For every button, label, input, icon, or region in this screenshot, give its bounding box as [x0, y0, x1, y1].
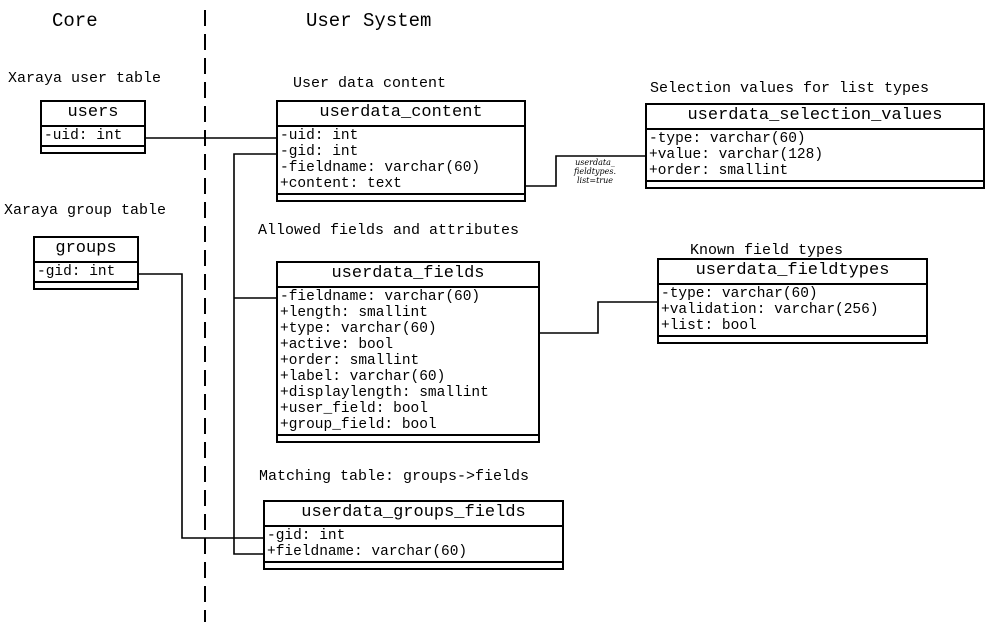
attribute-list: -gid: int +fieldname: varchar(60) — [265, 527, 562, 563]
caption-fieldtypes: Known field types — [690, 242, 844, 259]
caption-users: Xaraya user table — [8, 70, 162, 87]
operations-compartment — [35, 283, 137, 288]
caption-content: User data content — [293, 75, 447, 92]
attribute: +active: bool — [280, 337, 394, 353]
caption-groups: Xaraya group table — [4, 202, 167, 219]
operations-compartment — [647, 182, 983, 187]
class-userdata-fieldtypes: userdata_fieldtypes -type: varchar(60) +… — [657, 258, 928, 344]
class-groups: groups -gid: int — [33, 236, 139, 290]
link-content-selection — [526, 155, 645, 187]
attribute: +group_field: bool — [280, 417, 437, 433]
connector-label: userdata_ fieldtypes. list=true — [574, 158, 616, 185]
class-name: userdata_fieldtypes — [659, 260, 926, 285]
class-userdata-fields: userdata_fields -fieldname: varchar(60) … — [276, 261, 540, 443]
attribute: -type: varchar(60) — [661, 286, 818, 302]
class-name: groups — [35, 238, 137, 263]
class-name: users — [42, 102, 144, 127]
attribute-list: -uid: int — [42, 127, 144, 147]
attribute: -uid: int — [44, 128, 123, 144]
link-groups-groupsfields — [138, 273, 264, 539]
attribute: +user_field: bool — [280, 401, 428, 417]
operations-compartment — [278, 195, 524, 200]
attribute: -type: varchar(60) — [649, 131, 806, 147]
class-userdata-content: userdata_content -uid: int -gid: int -fi… — [276, 100, 526, 202]
attribute-list: -type: varchar(60) +value: varchar(128) … — [647, 130, 983, 182]
attribute: +fieldname: varchar(60) — [267, 544, 468, 560]
caption-selection: Selection values for list types — [650, 80, 930, 97]
class-name: userdata_content — [278, 102, 524, 127]
link-fields-fieldtypes — [539, 301, 658, 334]
attribute: -fieldname: varchar(60) — [280, 160, 481, 176]
attribute-list: -uid: int -gid: int -fieldname: varchar(… — [278, 127, 524, 195]
class-name: userdata_fields — [278, 263, 538, 288]
attribute: +validation: varchar(256) — [661, 302, 879, 318]
attribute: +displaylength: smallint — [280, 385, 489, 401]
class-userdata-selection-values: userdata_selection_values -type: varchar… — [645, 103, 985, 189]
operations-compartment — [659, 337, 926, 342]
section-user-system: User System — [306, 10, 432, 32]
caption-groups-fields: Matching table: groups->fields — [259, 468, 530, 485]
attribute-list: -fieldname: varchar(60) +length: smallin… — [278, 288, 538, 436]
class-users: users -uid: int — [40, 100, 146, 154]
operations-compartment — [278, 436, 538, 441]
attribute: +type: varchar(60) — [280, 321, 437, 337]
attribute: +length: smallint — [280, 305, 428, 321]
class-name: userdata_groups_fields — [265, 502, 562, 527]
attribute: -gid: int — [267, 528, 346, 544]
operations-compartment — [42, 147, 144, 152]
attribute-list: -type: varchar(60) +validation: varchar(… — [659, 285, 926, 337]
attribute: +order: smallint — [280, 353, 420, 369]
attribute: +value: varchar(128) — [649, 147, 824, 163]
attribute-list: -gid: int — [35, 263, 137, 283]
attribute: -uid: int — [280, 128, 359, 144]
attribute: +list: bool — [661, 318, 757, 334]
attribute: -gid: int — [280, 144, 359, 160]
attribute: +content: text — [280, 176, 402, 192]
operations-compartment — [265, 563, 562, 568]
attribute: +label: varchar(60) — [280, 369, 446, 385]
section-core: Core — [52, 10, 98, 32]
class-name: userdata_selection_values — [647, 105, 983, 130]
caption-fields: Allowed fields and attributes — [258, 222, 520, 239]
class-userdata-groups-fields: userdata_groups_fields -gid: int +fieldn… — [263, 500, 564, 570]
attribute: +order: smallint — [649, 163, 789, 179]
link-content-fields-groupsfields — [233, 153, 277, 555]
attribute: -gid: int — [37, 264, 116, 280]
attribute: -fieldname: varchar(60) — [280, 289, 481, 305]
